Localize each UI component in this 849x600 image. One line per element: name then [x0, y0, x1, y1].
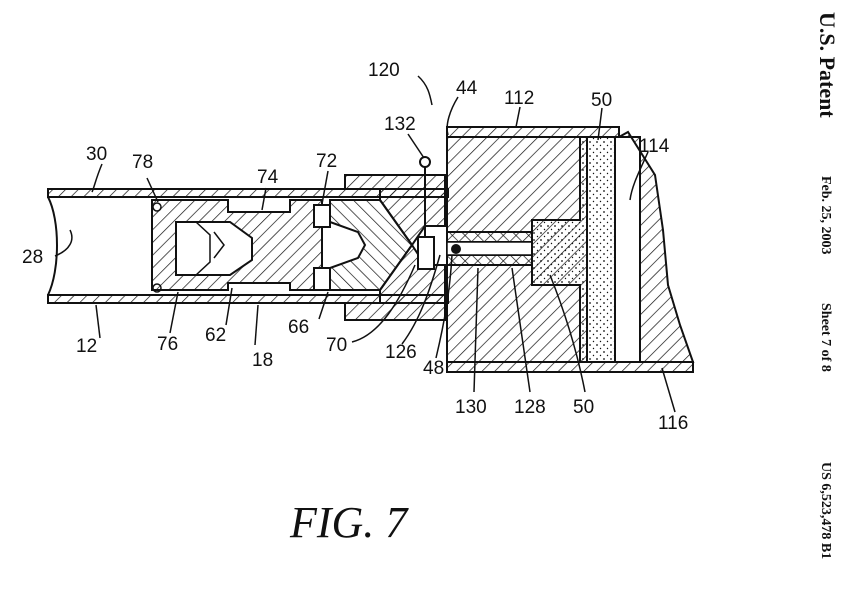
cross-section-drawing: 120 44 112 50 132 30 78 74 72 114 28 12 … [22, 60, 695, 434]
label-116: 116 [658, 413, 688, 434]
small-ball [451, 244, 461, 254]
channel-lower [446, 254, 533, 266]
label-66: 66 [288, 317, 309, 338]
label-132: 132 [384, 114, 416, 135]
seal-72 [313, 204, 331, 228]
cap-112 [446, 126, 620, 138]
label-76: 76 [157, 334, 178, 355]
label-30: 30 [86, 144, 107, 165]
label-112: 112 [504, 88, 534, 109]
figure-caption: FIG. 7 [289, 498, 409, 547]
label-114: 114 [639, 136, 670, 157]
label-12: 12 [76, 336, 97, 357]
base-plate [446, 361, 694, 373]
label-28: 28 [22, 247, 43, 268]
label-74: 74 [257, 167, 279, 188]
patent-header: U.S. Patent Feb. 25, 2003 Sheet 7 of 8 U… [815, 12, 840, 559]
patent-number: US 6,523,478 B1 [818, 462, 833, 559]
reference-labels: 120 44 112 50 132 30 78 74 72 114 28 12 … [22, 60, 688, 434]
plug-cavity [175, 221, 253, 276]
label-126: 126 [385, 342, 417, 363]
wall-116 [615, 130, 695, 363]
patent-sheet: Sheet 7 of 8 [818, 303, 833, 372]
label-18: 18 [252, 350, 273, 371]
pin-sleeve [417, 236, 435, 270]
label-62: 62 [205, 325, 226, 346]
label-50-top: 50 [591, 90, 612, 111]
label-48: 48 [423, 358, 444, 379]
label-70: 70 [326, 335, 347, 356]
patent-date: Feb. 25, 2003 [818, 176, 833, 255]
cavity-114 [614, 136, 641, 363]
label-78: 78 [132, 152, 153, 173]
seal-66 [313, 267, 331, 291]
channel-upper [446, 231, 533, 243]
label-72: 72 [316, 151, 337, 172]
collar-housing [344, 174, 446, 321]
pin-head [419, 156, 431, 168]
label-120: 120 [368, 60, 400, 81]
label-44: 44 [456, 78, 478, 99]
label-128: 128 [514, 397, 546, 418]
patent-title: U.S. Patent [815, 12, 840, 118]
label-130: 130 [455, 397, 487, 418]
label-50-bottom: 50 [573, 397, 594, 418]
